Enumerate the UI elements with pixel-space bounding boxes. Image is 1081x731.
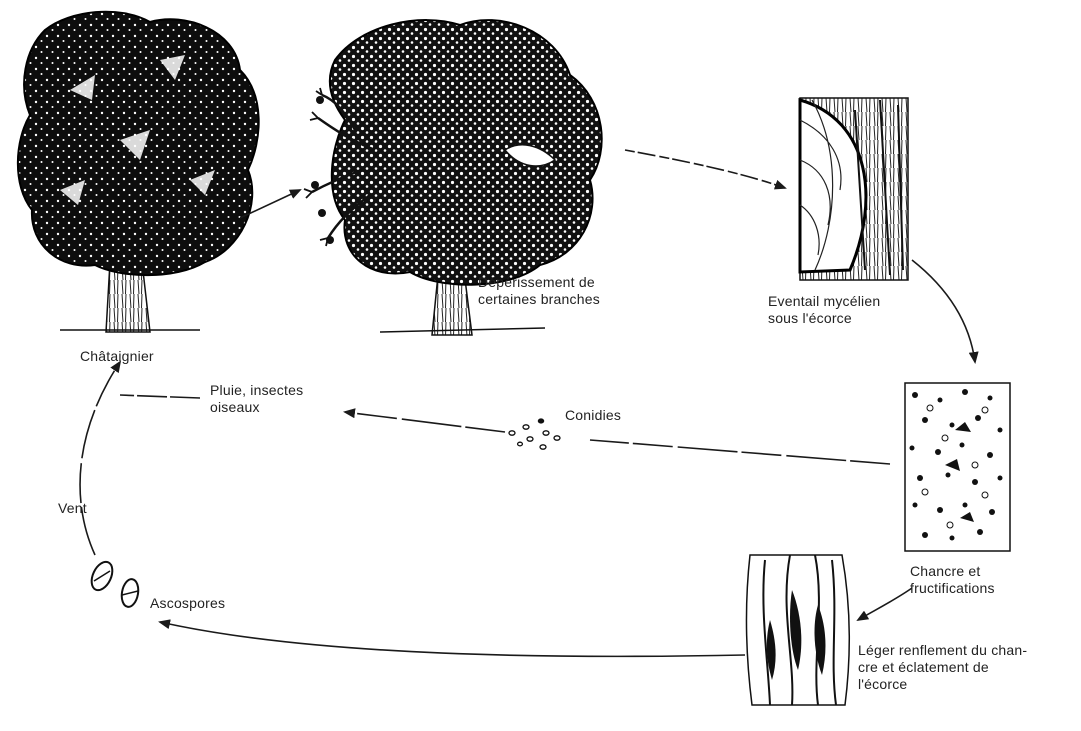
arrow-dieback-to-fan [625,150,785,188]
label-eventail: Eventail mycélien sous l'écorce [768,293,880,327]
arrow-rain-to-tree [120,395,200,398]
label-leger: Léger renflement du chan- cre et éclatem… [858,642,1027,693]
ascospores-icon [88,559,141,609]
bark-mycelial-fan [800,98,908,280]
label-vent: Vent [58,500,87,517]
label-ascospores: Ascospores [150,595,225,612]
label-deperissement: Dépérissement de certaines branches [478,274,600,308]
canker-fruiting-bodies [905,383,1010,551]
conidia-icon [509,419,560,449]
arrow-canker-to-swelling [858,588,912,620]
healthy-chestnut-tree [18,12,259,332]
arrow-swelling-to-ascospores [160,622,745,656]
label-chancre: Chancre et fructifications [910,563,995,597]
label-chataignier: Châtaignier [80,348,154,365]
swollen-canker-bark [746,555,849,705]
arrow-fan-to-canker [912,260,975,362]
arrow-wind-to-tree [80,362,120,555]
label-pluie: Pluie, insectes oiseaux [210,382,303,416]
label-conidies: Conidies [565,407,621,424]
